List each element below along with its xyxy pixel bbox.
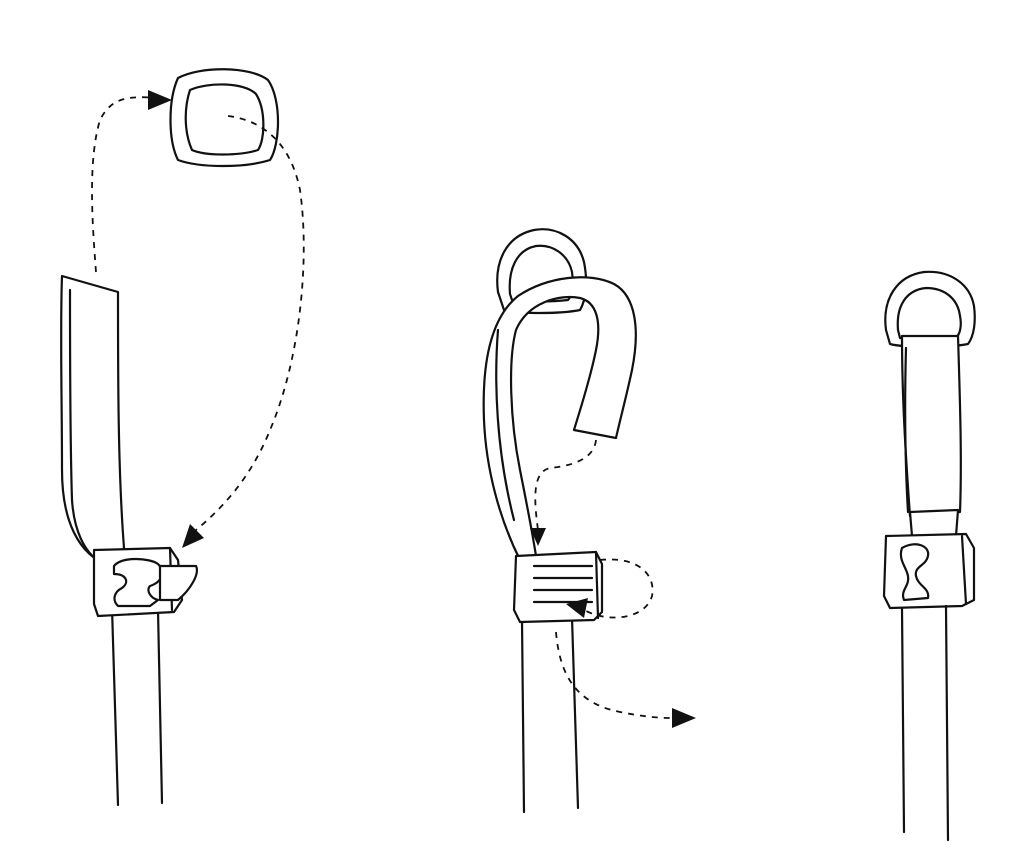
step-3-strap-lower — [900, 604, 950, 842]
step-1-d-ring — [169, 68, 280, 168]
step-2-path-down — [534, 439, 597, 531]
step-2-arrow-loop — [566, 598, 588, 618]
step-1-buckle — [92, 546, 198, 618]
step-1-strap-loose-end — [60, 274, 126, 568]
step-3-d-ring — [884, 270, 976, 349]
step-2-strap-lower — [520, 616, 580, 814]
step-3-strap — [900, 334, 962, 538]
step-1-arrow-into-ring — [148, 90, 172, 110]
step-3-group — [882, 270, 976, 842]
step-2-arrow-out — [672, 708, 696, 728]
step-1-strap-lower — [110, 606, 164, 807]
step-3-buckle — [882, 532, 976, 610]
step-2-path-loop — [583, 558, 654, 619]
step-1-path-to-ring — [91, 96, 161, 273]
step-2-group — [482, 228, 696, 814]
step-1-path-to-buckle — [195, 115, 305, 531]
step-1-arrow-into-buckle — [182, 524, 204, 548]
step-1-group — [60, 68, 305, 807]
step-2-strap-arch — [482, 276, 637, 562]
step-2-path-out — [555, 631, 671, 719]
step-2-arrow-down — [530, 528, 546, 546]
